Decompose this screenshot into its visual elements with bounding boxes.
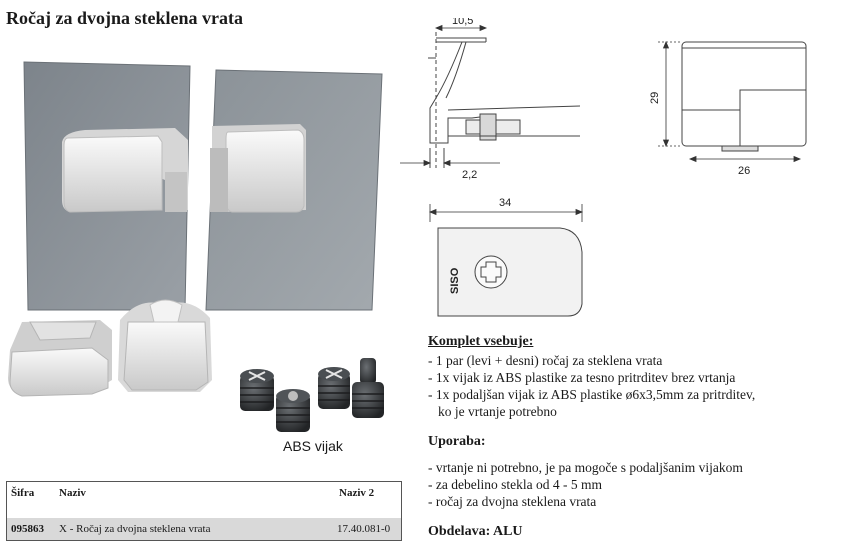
usage-heading: Uporaba: bbox=[428, 434, 486, 449]
list-item: vrtanje ni potrebno, je pa mogoče s poda… bbox=[428, 459, 743, 476]
dim-side-top: 10,5 bbox=[452, 18, 473, 27]
finish-label: Obdelava: bbox=[428, 524, 491, 539]
product-table: Šifra Naziv Naziv 2 095863 X - Ročaj za … bbox=[6, 481, 402, 541]
handle-left bbox=[62, 128, 188, 213]
list-item: ročaj za dvojna steklena vrata bbox=[428, 493, 743, 510]
siso-brand-logo: SISO bbox=[449, 267, 461, 294]
dim-plate-width: 34 bbox=[499, 197, 511, 209]
list-item: za debelino stekla od 4 - 5 mm bbox=[428, 476, 743, 493]
front-view-drawing bbox=[681, 41, 807, 152]
abs-screws bbox=[240, 358, 384, 432]
kit-list: 1 par (levi + desni) ročaj za steklena v… bbox=[428, 352, 755, 420]
table-row: 095863 X - Ročaj za dvojna steklena vrat… bbox=[7, 518, 401, 540]
col-header-name2: Naziv 2 bbox=[339, 487, 375, 499]
dim-front-height: 29 bbox=[649, 92, 661, 104]
list-item: 1 par (levi + desni) ročaj za steklena v… bbox=[428, 352, 755, 369]
cell-name2: 17.40.081-0 bbox=[337, 523, 391, 535]
col-header-code: Šifra bbox=[11, 487, 35, 499]
side-dim-lines bbox=[400, 24, 500, 167]
side-profile-drawing bbox=[428, 32, 581, 168]
list-item: 1x podaljšan vijak iz ABS plastike ø6x3,… bbox=[428, 386, 755, 403]
kit-heading: Komplet vsebuje: bbox=[428, 334, 534, 349]
col-header-name: Naziv bbox=[59, 487, 86, 499]
handle-right bbox=[210, 124, 306, 213]
front-dim-lines bbox=[658, 40, 802, 163]
finish-value: ALU bbox=[492, 524, 523, 539]
finish-line: Obdelava: ALU bbox=[428, 524, 523, 540]
cell-name: X - Ročaj za dvojna steklena vrata bbox=[59, 523, 211, 535]
cross-screw-icon bbox=[474, 255, 508, 289]
dim-front-width: 26 bbox=[738, 165, 750, 177]
list-item-continuation: ko je vrtanje potrebno bbox=[438, 404, 557, 419]
cell-code: 095863 bbox=[11, 523, 44, 535]
page-title: Ročaj za dvojna steklena vrata bbox=[6, 8, 243, 28]
technical-drawings: 10,5 2,2 29 26 SISO 34 bbox=[400, 18, 807, 317]
product-photo bbox=[8, 61, 384, 432]
list-item: 1x vijak iz ABS plastike za tesno pritrd… bbox=[428, 369, 755, 386]
handle-piece-u bbox=[8, 320, 112, 397]
abs-screw-caption: ABS vijak bbox=[283, 438, 343, 454]
plate-drawing: SISO bbox=[428, 204, 584, 317]
handle-piece-clip bbox=[118, 299, 212, 392]
usage-list: vrtanje ni potrebno, je pa mogoče s poda… bbox=[428, 459, 743, 510]
dim-side-bottom: 2,2 bbox=[462, 169, 477, 181]
